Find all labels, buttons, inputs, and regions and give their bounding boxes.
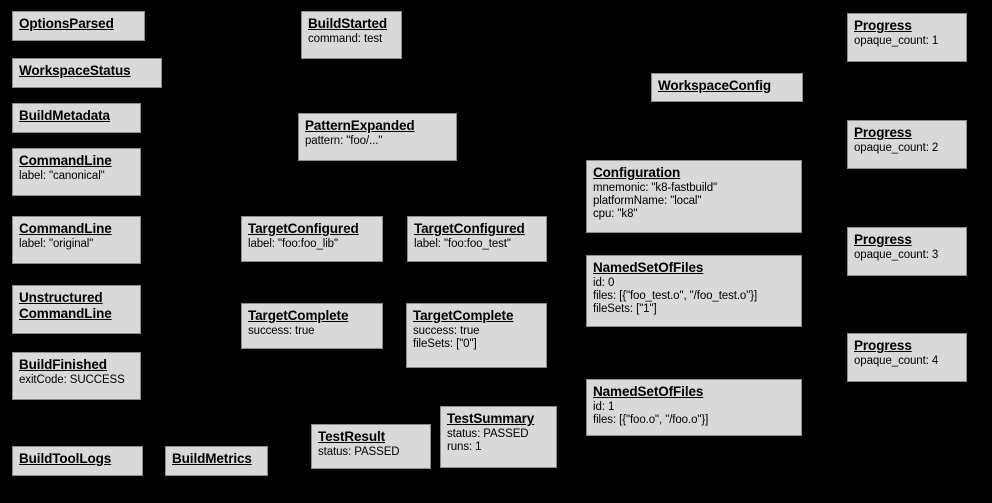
node-fields: exitCode: SUCCESS xyxy=(19,374,134,387)
node-field: label: "canonical" xyxy=(19,169,105,182)
node-field: label: "original" xyxy=(19,237,94,250)
node-fields: pattern: "foo/..." xyxy=(305,135,450,148)
node-title: Unstructured CommandLine xyxy=(19,290,112,321)
node-fields: opaque_count: 4 xyxy=(854,355,960,368)
node-field: label: "foo:foo_test" xyxy=(414,237,511,250)
node-title: TargetConfigured xyxy=(414,221,525,236)
node-title: BuildMetrics xyxy=(172,451,252,466)
node-title: OptionsParsed xyxy=(19,16,114,31)
node-title: Progress xyxy=(854,338,912,353)
node-field: id: 0 xyxy=(593,276,615,289)
node-title: BuildStarted xyxy=(308,16,388,31)
node-unstructured-command-line[interactable]: Unstructured CommandLine xyxy=(12,285,141,334)
node-title: WorkspaceStatus xyxy=(19,63,131,78)
node-field: platformName: "local" xyxy=(593,194,702,207)
node-fields: opaque_count: 2 xyxy=(854,142,960,155)
node-fields: label: "foo:foo_test" xyxy=(414,238,540,251)
node-field: status: PASSED xyxy=(447,427,529,440)
node-fields: opaque_count: 3 xyxy=(854,249,960,262)
node-options-parsed[interactable]: OptionsParsed xyxy=(12,11,145,41)
node-field: runs: 1 xyxy=(447,440,482,453)
node-title: TargetConfigured xyxy=(248,221,359,236)
node-title: TargetComplete xyxy=(413,308,514,323)
node-title: BuildToolLogs xyxy=(19,451,112,466)
node-title: WorkspaceConfig xyxy=(658,78,772,93)
node-fields: label: "original" xyxy=(19,238,134,251)
node-field: fileSets: ["0"] xyxy=(413,337,477,350)
node-title: PatternExpanded xyxy=(305,118,415,133)
node-field: fileSets: ["1"] xyxy=(593,303,657,316)
node-build-metadata[interactable]: BuildMetadata xyxy=(12,103,141,133)
node-field: opaque_count: 4 xyxy=(854,354,939,367)
node-title: TargetComplete xyxy=(248,308,349,323)
node-field: command: test xyxy=(308,32,383,45)
node-title: CommandLine xyxy=(19,153,112,168)
node-title: NamedSetOfFiles xyxy=(593,260,704,275)
node-title: Configuration xyxy=(593,165,681,180)
node-build-tool-logs[interactable]: BuildToolLogs xyxy=(12,446,143,476)
node-field: status: PASSED xyxy=(318,445,400,458)
node-field: exitCode: SUCCESS xyxy=(19,373,125,386)
node-field: success: true xyxy=(248,324,315,337)
node-title: Progress xyxy=(854,125,912,140)
node-fields: success: true xyxy=(248,325,376,338)
node-field: files: [{"foo_test.o", "/foo_test.o"}] xyxy=(593,289,758,302)
node-title: BuildFinished xyxy=(19,357,107,372)
node-field: mnemonic: "k8-fastbuild" xyxy=(593,181,718,194)
node-workspace-config[interactable]: WorkspaceConfig xyxy=(651,73,803,102)
node-fields: label: "foo:foo_lib" xyxy=(248,238,376,251)
node-fields: mnemonic: "k8-fastbuild"platformName: "l… xyxy=(593,182,795,222)
node-fields: label: "canonical" xyxy=(19,170,134,183)
node-field: success: true xyxy=(413,324,480,337)
node-field: opaque_count: 3 xyxy=(854,248,939,261)
node-fields: opaque_count: 1 xyxy=(854,35,960,48)
node-title: TestResult xyxy=(318,429,386,444)
node-title: NamedSetOfFiles xyxy=(593,384,704,399)
node-field: opaque_count: 1 xyxy=(854,34,939,47)
node-title: Progress xyxy=(854,18,912,33)
node-field: cpu: "k8" xyxy=(593,208,638,221)
node-workspace-status[interactable]: WorkspaceStatus xyxy=(12,58,162,88)
node-title: BuildMetadata xyxy=(19,108,110,123)
node-title: TestSummary xyxy=(447,411,535,426)
node-title: Progress xyxy=(854,232,912,247)
node-field: label: "foo:foo_lib" xyxy=(248,237,338,250)
node-fields: command: test xyxy=(308,33,395,46)
node-title: CommandLine xyxy=(19,221,112,236)
node-field: pattern: "foo/..." xyxy=(305,134,383,147)
node-field: opaque_count: 2 xyxy=(854,141,939,154)
node-field: id: 1 xyxy=(593,400,615,413)
node-fields: status: PASSED xyxy=(318,446,424,459)
node-field: files: [{"foo.o", "/foo.o"}] xyxy=(593,413,709,426)
node-build-metrics[interactable]: BuildMetrics xyxy=(165,446,268,476)
